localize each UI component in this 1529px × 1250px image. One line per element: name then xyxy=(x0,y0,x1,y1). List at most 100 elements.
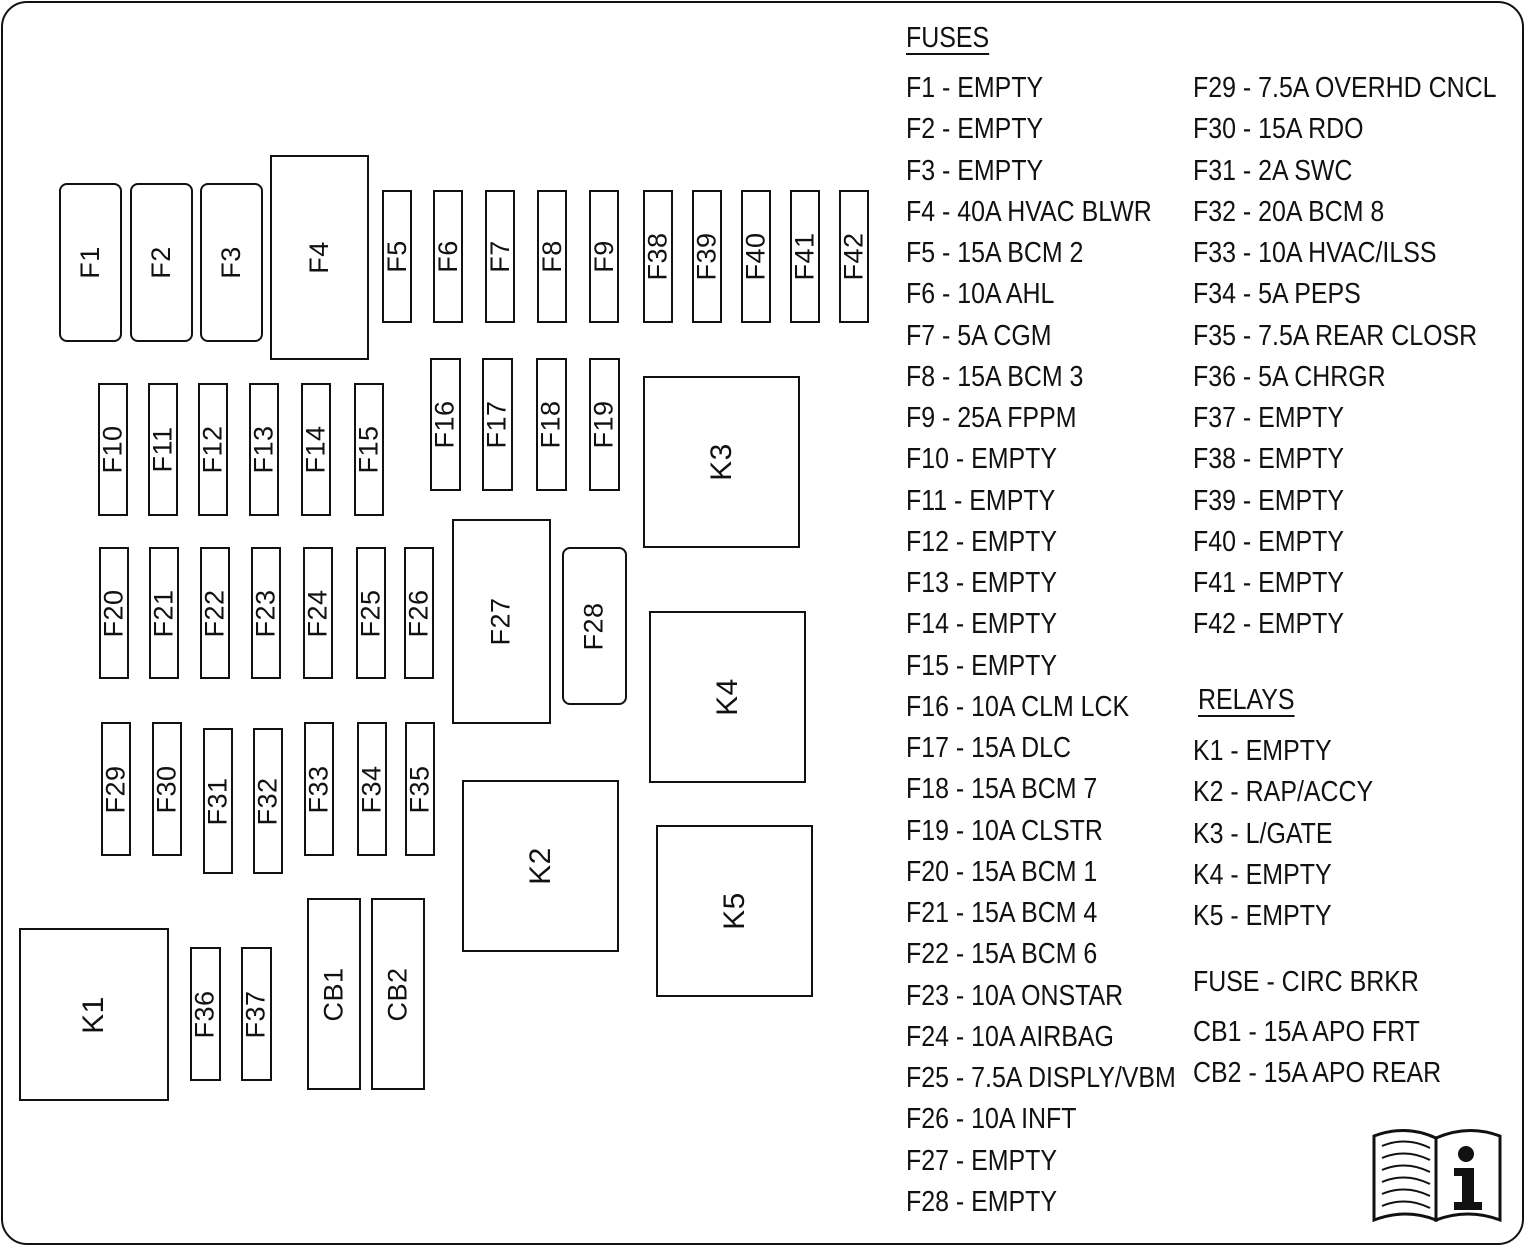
breaker-label: CB1 xyxy=(318,966,349,1022)
relay-k2: K2 xyxy=(462,780,619,952)
fuse-legend-entry: F12 - EMPTY xyxy=(906,525,1058,558)
fuse-legend-entry: F26 - 10A INFT xyxy=(906,1103,1077,1136)
breaker-legend-entry: CB1 - 15A APO FRT xyxy=(1193,1016,1420,1048)
fuse-f1: F1 xyxy=(59,183,122,342)
fuse-f33: F33 xyxy=(304,722,334,856)
fuse-legend-entry: F9 - 25A FPPM xyxy=(906,402,1077,434)
fuse-label: F29 xyxy=(100,764,131,814)
relay-legend-entry: K2 - RAP/ACCY xyxy=(1193,776,1374,809)
relay-label: K2 xyxy=(523,847,557,885)
fuse-legend-entry: F11 - EMPTY xyxy=(906,484,1056,517)
fuse-legend-entry: F14 - EMPTY xyxy=(906,608,1058,641)
manual-info-icon xyxy=(1372,1128,1502,1222)
fuse-legend-entry: F1 - EMPTY xyxy=(906,72,1044,104)
relay-legend-entry: K4 - EMPTY xyxy=(1193,858,1332,891)
fuse-label: F20 xyxy=(98,588,129,638)
relay-legend-entry: K5 - EMPTY xyxy=(1193,900,1332,932)
fuse-label: F30 xyxy=(151,764,182,814)
fuse-legend-entry: F13 - EMPTY xyxy=(906,567,1058,599)
fuse-label: F31 xyxy=(202,776,233,826)
fuse-label: F27 xyxy=(486,597,516,646)
breaker-legend-entry: CB2 - 15A APO REAR xyxy=(1193,1057,1442,1090)
fuse-f34: F34 xyxy=(357,722,387,856)
fuse-legend-entry: F16 - 10A CLM LCK xyxy=(906,690,1130,723)
fuse-f14: F14 xyxy=(301,383,331,516)
fuse-legend-entry: F33 - 10A HVAC/ILSS xyxy=(1193,237,1437,269)
fuse-f15: F15 xyxy=(354,383,384,516)
fuse-legend-entry: F19 - 10A CLSTR xyxy=(906,814,1103,847)
fuse-legend-entry: F15 - EMPTY xyxy=(906,649,1058,682)
fuse-label: F11 xyxy=(147,426,178,473)
fuse-legend-entry: F3 - EMPTY xyxy=(906,154,1044,187)
relays-heading: RELAYS xyxy=(1198,684,1295,716)
fuse-label: F17 xyxy=(482,400,512,449)
fuse-legend-entry: F29 - 7.5A OVERHD CNCL xyxy=(1193,72,1497,104)
fuse-label: F22 xyxy=(199,588,230,638)
fuse-f27: F27 xyxy=(452,519,551,724)
fuse-f24: F24 xyxy=(303,547,333,679)
fuse-f31: F31 xyxy=(203,728,233,874)
fuse-legend-entry: F8 - 15A BCM 3 xyxy=(906,360,1084,393)
relay-label: K5 xyxy=(717,892,751,930)
fuse-legend-entry: F30 - 15A RDO xyxy=(1193,113,1364,146)
fuse-legend-entry: F22 - 15A BCM 6 xyxy=(906,938,1098,971)
fuse-label: F5 xyxy=(381,240,412,273)
fuse-label: F3 xyxy=(215,246,246,279)
fuse-legend-entry: F21 - 15A BCM 4 xyxy=(906,897,1098,929)
fuse-legend-entry: F4 - 40A HVAC BLWR xyxy=(906,195,1152,228)
fuse-label: F16 xyxy=(430,400,460,449)
fuse-f13: F13 xyxy=(249,383,279,516)
fuse-label: F21 xyxy=(148,588,179,638)
fuse-legend-entry: F42 - EMPTY xyxy=(1193,608,1345,641)
fuse-f11: F11 xyxy=(148,383,178,516)
fuse-label: F36 xyxy=(190,989,220,1039)
fuse-f19: F19 xyxy=(589,358,620,491)
fuse-f5: F5 xyxy=(382,190,412,323)
fuse-legend-entry: F37 - EMPTY xyxy=(1193,402,1345,434)
fuse-f38: F38 xyxy=(643,190,673,323)
fuse-label: F6 xyxy=(432,240,463,273)
fuse-f23: F23 xyxy=(251,547,281,679)
fuse-legend-entry: F27 - EMPTY xyxy=(906,1144,1058,1177)
fuse-legend-entry: F36 - 5A CHRGR xyxy=(1193,360,1386,393)
fuse-legend-entry: F34 - 5A PEPS xyxy=(1193,278,1361,311)
fuse-label: F2 xyxy=(145,246,176,279)
fuse-label: F28 xyxy=(579,601,609,651)
fuse-label: F13 xyxy=(248,425,279,474)
fuse-f16: F16 xyxy=(430,358,461,491)
fuse-legend-entry: F40 - EMPTY xyxy=(1193,525,1345,558)
fuse-f8: F8 xyxy=(537,190,567,323)
fuse-f40: F40 xyxy=(741,190,771,323)
fuse-label: F37 xyxy=(241,989,271,1039)
fuse-f41: F41 xyxy=(790,190,820,323)
fuse-f7: F7 xyxy=(485,190,515,323)
relay-k3: K3 xyxy=(643,376,800,548)
fuse-label: F42 xyxy=(838,232,869,281)
fuse-label: F32 xyxy=(252,776,283,826)
fuse-legend-entry: F28 - EMPTY xyxy=(906,1185,1058,1218)
fuse-f29: F29 xyxy=(101,722,131,856)
fuse-label: F1 xyxy=(74,246,105,279)
fuse-label: F14 xyxy=(300,425,331,474)
fuse-legend-entry: F2 - EMPTY xyxy=(906,113,1044,146)
relay-legend-entry: K3 - L/GATE xyxy=(1193,817,1333,850)
fuse-label: F4 xyxy=(303,241,334,274)
fuse-legend-entry: F18 - 15A BCM 7 xyxy=(906,773,1098,806)
fuse-label: F25 xyxy=(355,588,386,638)
fuse-label: F26 xyxy=(403,588,434,638)
fuse-legend-entry: F41 - EMPTY xyxy=(1193,567,1345,599)
breaker-cb1: CB1 xyxy=(307,898,361,1090)
fuse-label: F23 xyxy=(250,588,281,638)
fuse-f35: F35 xyxy=(405,722,435,856)
fuse-f42: F42 xyxy=(839,190,869,323)
fuse-f32: F32 xyxy=(253,728,283,874)
fuse-legend-entry: F23 - 10A ONSTAR xyxy=(906,979,1124,1012)
fuse-f25: F25 xyxy=(356,547,386,679)
fuse-legend-entry: F6 - 10A AHL xyxy=(906,278,1055,311)
fuse-label: F8 xyxy=(536,240,567,273)
fuse-f9: F9 xyxy=(589,190,619,323)
fuse-label: F38 xyxy=(642,232,673,281)
relay-k4: K4 xyxy=(649,611,806,783)
fuse-legend-entry: F32 - 20A BCM 8 xyxy=(1193,195,1385,228)
